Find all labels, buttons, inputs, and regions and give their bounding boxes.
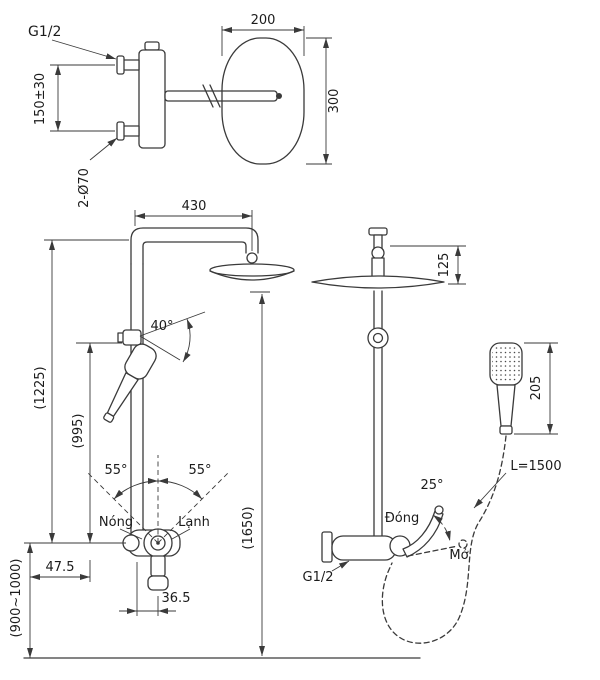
side-view: 125 205 L=1500 25° Đóng Mở G1/2 — [303, 227, 562, 644]
inlet-thread-label: G1/2 — [28, 24, 61, 40]
outlet-offset-label: 36.5 — [162, 591, 191, 606]
handle-swing-left-label: 55° — [104, 463, 127, 478]
head-length-label: 300 — [327, 89, 342, 114]
arm-reach-label: 430 — [182, 199, 207, 214]
close-label: Đóng — [385, 511, 420, 526]
showerhead-top-view: 200 300 — [221, 13, 342, 165]
valve-center-height-label: 150±30 — [33, 73, 48, 125]
head-width-label: 200 — [251, 13, 276, 28]
open-label: Mở — [449, 548, 468, 563]
wall-valve-detail: G1/2 150±30 2-Ø70 — [28, 24, 282, 208]
wall-offset-label: 47.5 — [46, 560, 75, 575]
slidebar-height-label: (995) — [71, 414, 86, 449]
handle-swing-right-label: 55° — [188, 463, 211, 478]
handshower-length-label: 205 — [529, 376, 544, 401]
head-offset-label: 125 — [437, 253, 452, 278]
outlet-thread-label: G1/2 — [303, 570, 334, 585]
install-height-label: (900~1000) — [9, 559, 24, 638]
front-view: 430 40° 55° 55° Nóng Lạnh — [9, 199, 421, 659]
hose-length-label: L=1500 — [510, 459, 561, 474]
cold-label: Lạnh — [178, 515, 210, 530]
escutcheon-label: 2-Ø70 — [77, 168, 92, 208]
overall-height-label: (1650) — [241, 506, 256, 549]
hot-label: Nóng — [99, 515, 133, 530]
riser-height-label: (1225) — [33, 366, 48, 409]
holder-swivel-angle-label: 40° — [150, 319, 173, 334]
lever-open-angle-label: 25° — [420, 478, 443, 493]
